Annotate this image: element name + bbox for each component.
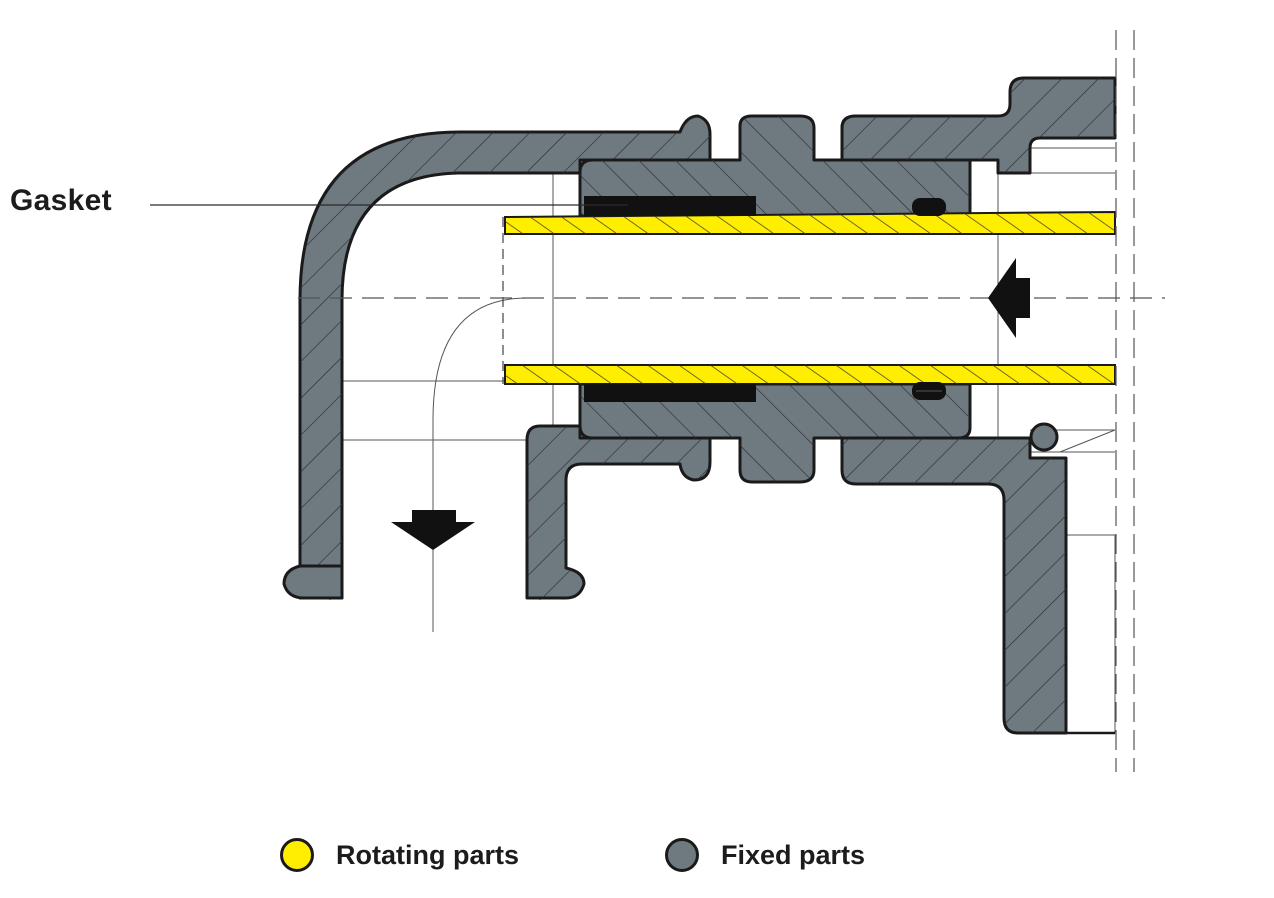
elbow-lower-body	[525, 424, 712, 600]
right-housing	[840, 76, 1117, 735]
legend-rotating-parts: Rotating parts	[280, 838, 519, 872]
legend-label: Fixed parts	[721, 839, 866, 870]
flow-in-arrow-icon	[988, 258, 1030, 338]
fixed-swatch	[665, 838, 699, 872]
rotating-swatch	[280, 838, 314, 872]
legend-fixed-parts: Fixed parts	[665, 838, 865, 872]
rotating-shaft	[502, 210, 1116, 385]
gasket-seals	[584, 196, 946, 402]
center-nut	[578, 114, 1000, 484]
elbow-housing	[282, 114, 712, 600]
flow-out-arrow-icon	[391, 510, 475, 550]
legend-label: Rotating parts	[336, 839, 520, 870]
gasket-label: Gasket	[10, 184, 112, 217]
